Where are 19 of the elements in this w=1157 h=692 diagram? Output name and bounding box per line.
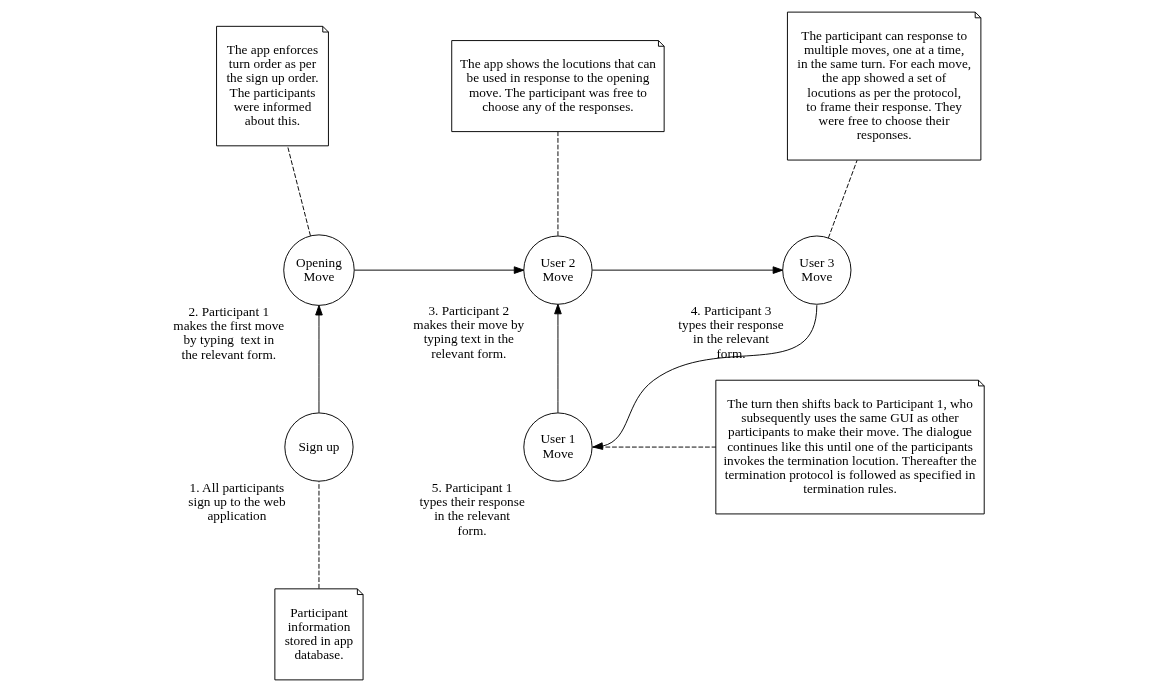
arrow bbox=[353, 266, 524, 274]
node-circle: Sign up bbox=[283, 412, 354, 482]
connector bbox=[286, 145, 311, 237]
node-label: 3. Participant 2 makes their move by typing text in the relevant form. bbox=[412, 302, 524, 361]
connector bbox=[556, 131, 558, 237]
arrow bbox=[314, 305, 323, 414]
node-label: 4. Participant 3 types their response in the relevant form. bbox=[677, 302, 784, 361]
arrow bbox=[591, 266, 783, 274]
node-label: 1. All participants sign up to the web application bbox=[187, 479, 286, 524]
node-circle: User 1 Move bbox=[522, 412, 593, 482]
node-circle: User 3 Move bbox=[781, 235, 851, 305]
connector bbox=[827, 159, 858, 239]
arrow bbox=[553, 303, 562, 414]
node-label: 5. Participant 1 types their response in the relevant form. bbox=[418, 479, 525, 538]
connector bbox=[318, 480, 319, 589]
node-label: 2. Participant 1 makes the first move by typing text in the relevant form. bbox=[172, 303, 284, 362]
connector bbox=[591, 446, 716, 448]
node-circle: User 2 Move bbox=[522, 235, 593, 305]
node-circle: Opening Move bbox=[282, 234, 355, 306]
